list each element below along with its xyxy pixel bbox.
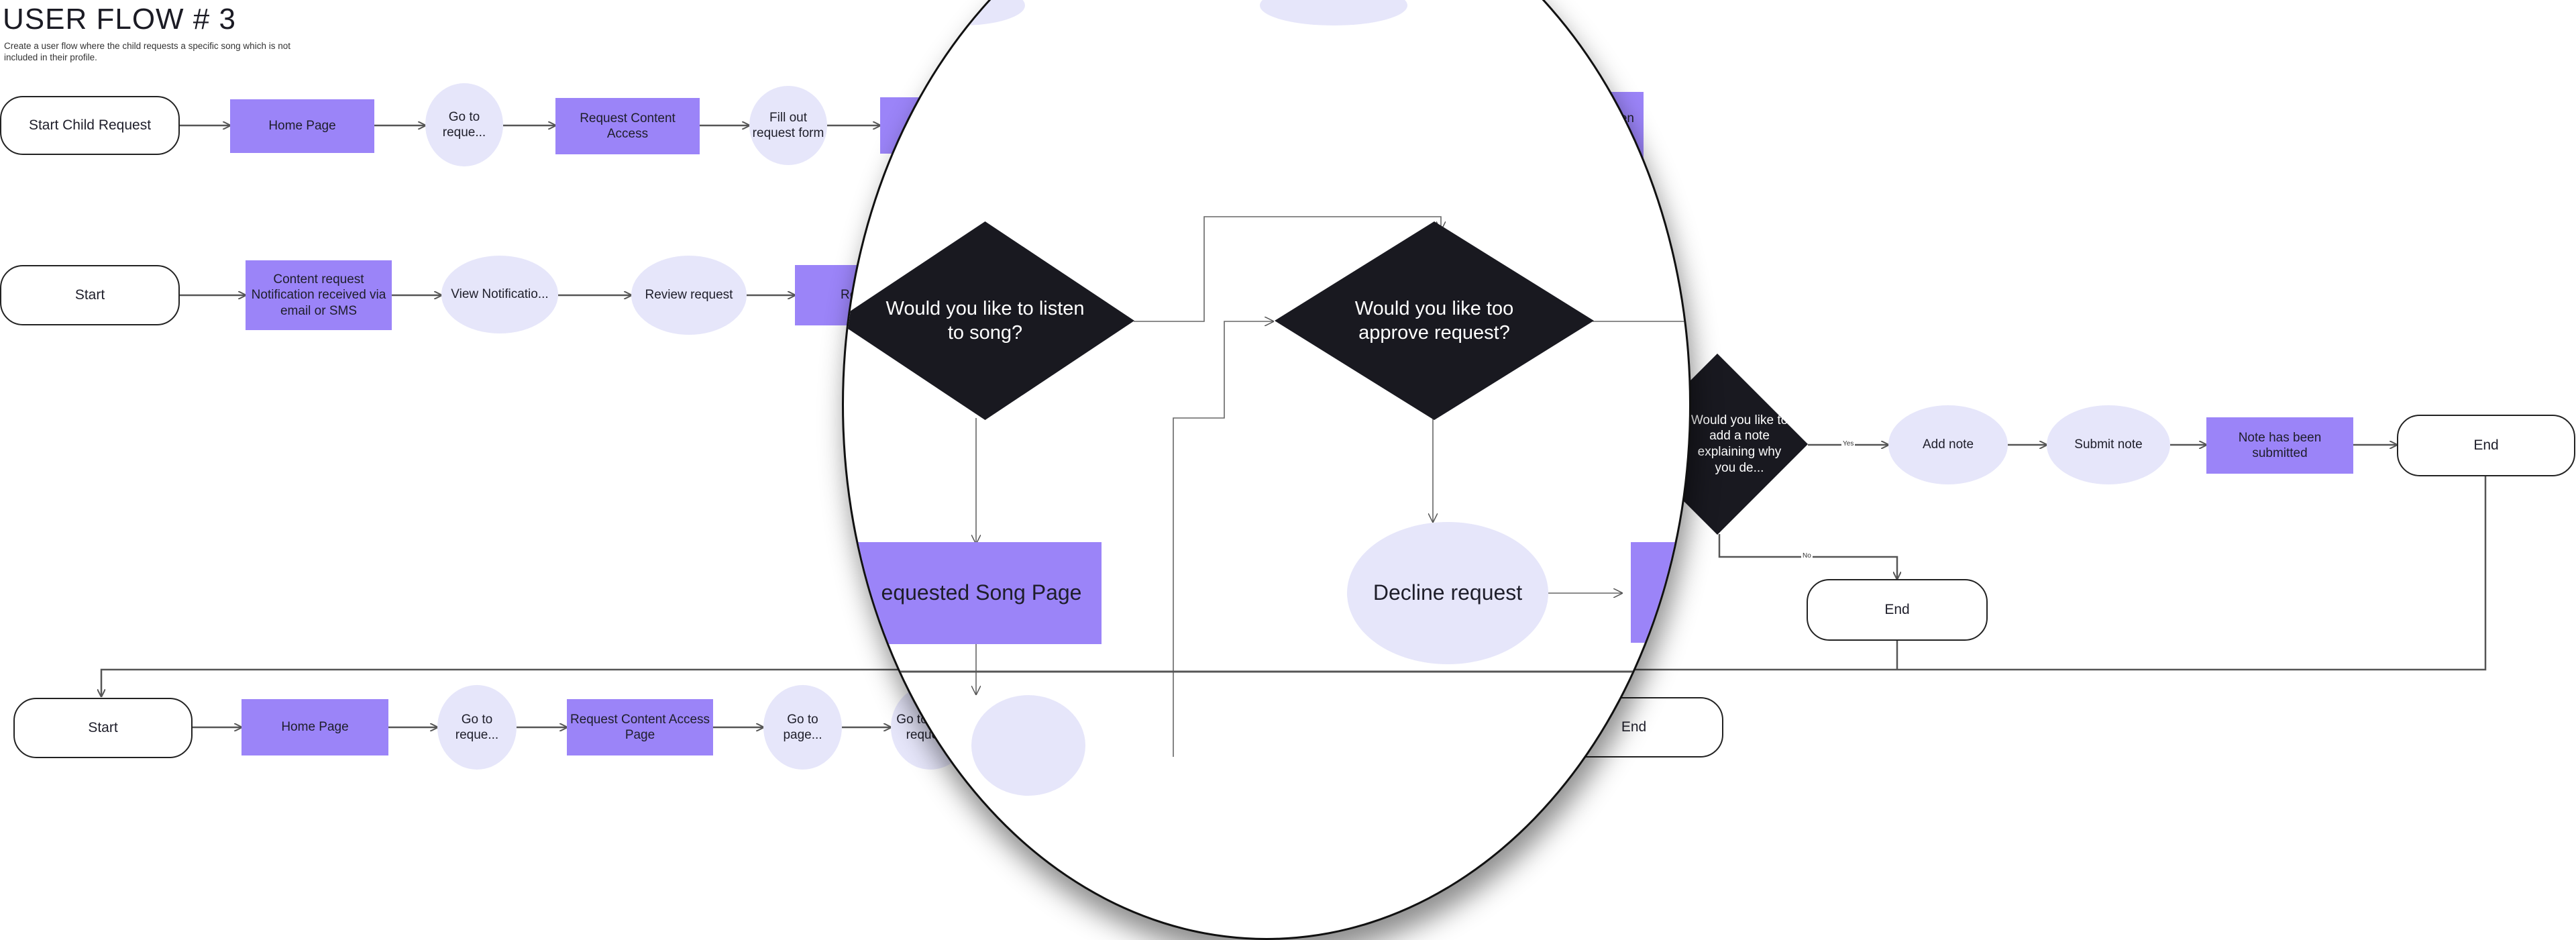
diamond-approve-label: Would you like too approve request? <box>1354 297 1514 344</box>
diamond-listen-question[interactable]: Would you like to listen to song? <box>844 221 1134 420</box>
node-request-access-page[interactable]: Request Content Access Page <box>567 699 713 755</box>
diamond-listen-label: Would you like to listen to song? <box>885 297 1085 344</box>
node-start-child-request[interactable]: Start Child Request <box>0 96 180 155</box>
node-go-to-request[interactable]: Go to reque... <box>425 83 503 166</box>
lens-arrow-listen-approve <box>1134 216 1441 322</box>
node-go-to-page[interactable]: Go to page... <box>763 685 842 770</box>
node-decline-request[interactable]: Decline request <box>1347 522 1548 664</box>
node-review-request[interactable]: Review request <box>631 256 747 335</box>
node-end-mid[interactable]: End <box>1807 579 1988 641</box>
lens-arrow-to-approve <box>1173 321 1273 757</box>
lens-oval-bottom <box>971 695 1085 796</box>
node-go-to-request-row3[interactable]: Go to reque... <box>437 685 517 770</box>
edge-label-yes: Yes <box>1841 440 1856 448</box>
node-add-note[interactable]: Add note <box>1888 405 2008 484</box>
node-home-page-row3[interactable]: Home Page <box>241 699 388 755</box>
node-submit-note[interactable]: Submit note <box>2047 405 2170 484</box>
node-requested-song-page[interactable]: equested Song Page <box>844 542 1102 644</box>
node-content-request-notification[interactable]: Content request Notification received vi… <box>246 260 392 330</box>
node-lens-rect-partial <box>1631 542 1689 643</box>
magnifier-lens: Would you like to listen to song? Would … <box>842 0 1691 940</box>
flow-description: Create a user flow where the child reque… <box>4 41 290 62</box>
diamond-add-note-label: Would you like to add a note explaining … <box>1690 413 1788 475</box>
lens-connectors <box>844 216 1689 757</box>
edge-label-no: No <box>1801 552 1813 560</box>
page-title: USER FLOW # 3 <box>3 3 236 36</box>
node-fill-request-form[interactable]: Fill out request form <box>749 86 827 165</box>
node-home-page[interactable]: Home Page <box>230 99 374 153</box>
node-start-parent[interactable]: Start <box>0 265 180 325</box>
node-view-notification[interactable]: View Notificatio... <box>441 256 558 333</box>
node-start-row3[interactable]: Start <box>13 698 193 758</box>
node-end-right[interactable]: End <box>2397 415 2575 476</box>
node-note-submitted[interactable]: Note has been submitted <box>2206 417 2353 474</box>
node-request-content-access[interactable]: Request Content Access <box>555 98 700 154</box>
diamond-approve-question[interactable]: Would you like too approve request? <box>1275 221 1594 420</box>
